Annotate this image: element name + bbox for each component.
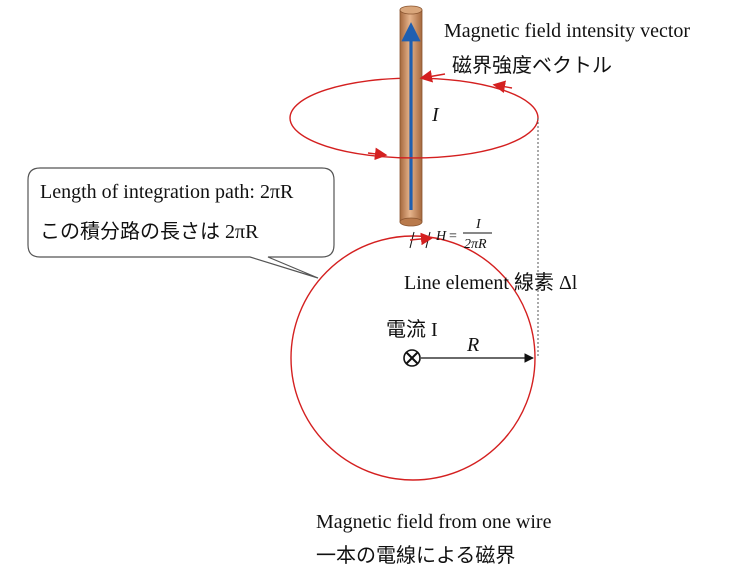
line-element-mark: [409, 231, 434, 249]
formula-denominator: 2πR: [464, 237, 487, 252]
path-length-text-ja: この積分路の長さは 2πR: [40, 220, 259, 243]
field-vector-label-en: Magnetic field intensity vector: [444, 20, 690, 42]
field-loop-front: [289, 117, 539, 159]
path-length-callout: Length of integration path: 2πR この積分路の長さ…: [27, 167, 335, 279]
field-loop-arrow-top: [492, 80, 513, 93]
field-vector-label-ja: 磁界強度ベクトル: [452, 54, 612, 77]
path-length-text-en: Length of integration path: 2πR: [40, 181, 294, 203]
current-symbol-upper: I: [431, 104, 440, 126]
field-formula: H = I 2πR: [435, 217, 492, 252]
line-element-label: Line element 線素 Δl: [404, 271, 578, 294]
formula-eq: =: [449, 229, 457, 244]
field-vector-arrow: [419, 70, 446, 83]
current-label: 電流 I: [386, 318, 438, 341]
circled-x-icon: [403, 349, 421, 367]
radius-symbol: R: [466, 334, 479, 356]
field-loop-arrow-bottom: [367, 147, 388, 161]
caption-en: Magnetic field from one wire: [316, 511, 552, 533]
formula-numerator: I: [475, 217, 482, 232]
formula-lhs: H: [435, 229, 447, 244]
caption-ja: 一本の電線による磁界: [316, 544, 515, 567]
